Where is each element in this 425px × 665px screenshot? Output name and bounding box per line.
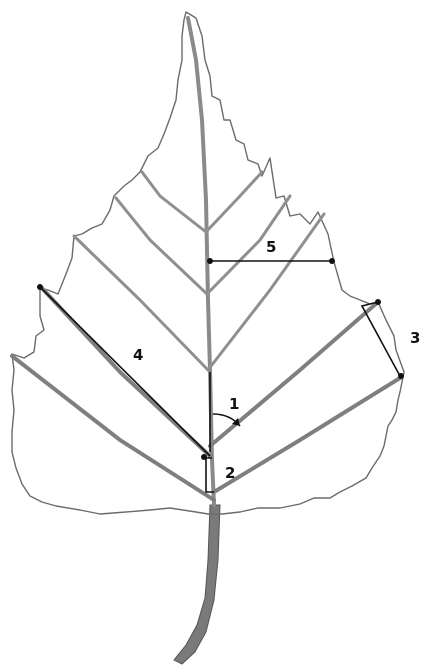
left-vein-2 [116, 198, 207, 294]
label-5: 5 [266, 238, 276, 256]
measure-4-line [40, 287, 210, 456]
measure-5-start-dot [207, 258, 213, 264]
label-1: 1 [229, 395, 239, 413]
label-2: 2 [225, 464, 235, 482]
measure-5-end-dot [329, 258, 335, 264]
left-vein-5 [12, 356, 214, 500]
right-vein-1 [206, 172, 262, 232]
measure-3-start-dot [375, 299, 381, 305]
measure-3-end-dot [398, 373, 404, 379]
leaf-petiole [174, 505, 220, 664]
right-vein-5 [214, 378, 400, 492]
left-vein-1 [142, 172, 206, 232]
label-4: 4 [133, 346, 143, 364]
measure-2-dot [201, 454, 207, 460]
label-3: 3 [410, 329, 420, 347]
measure-4-start-dot [37, 284, 43, 290]
